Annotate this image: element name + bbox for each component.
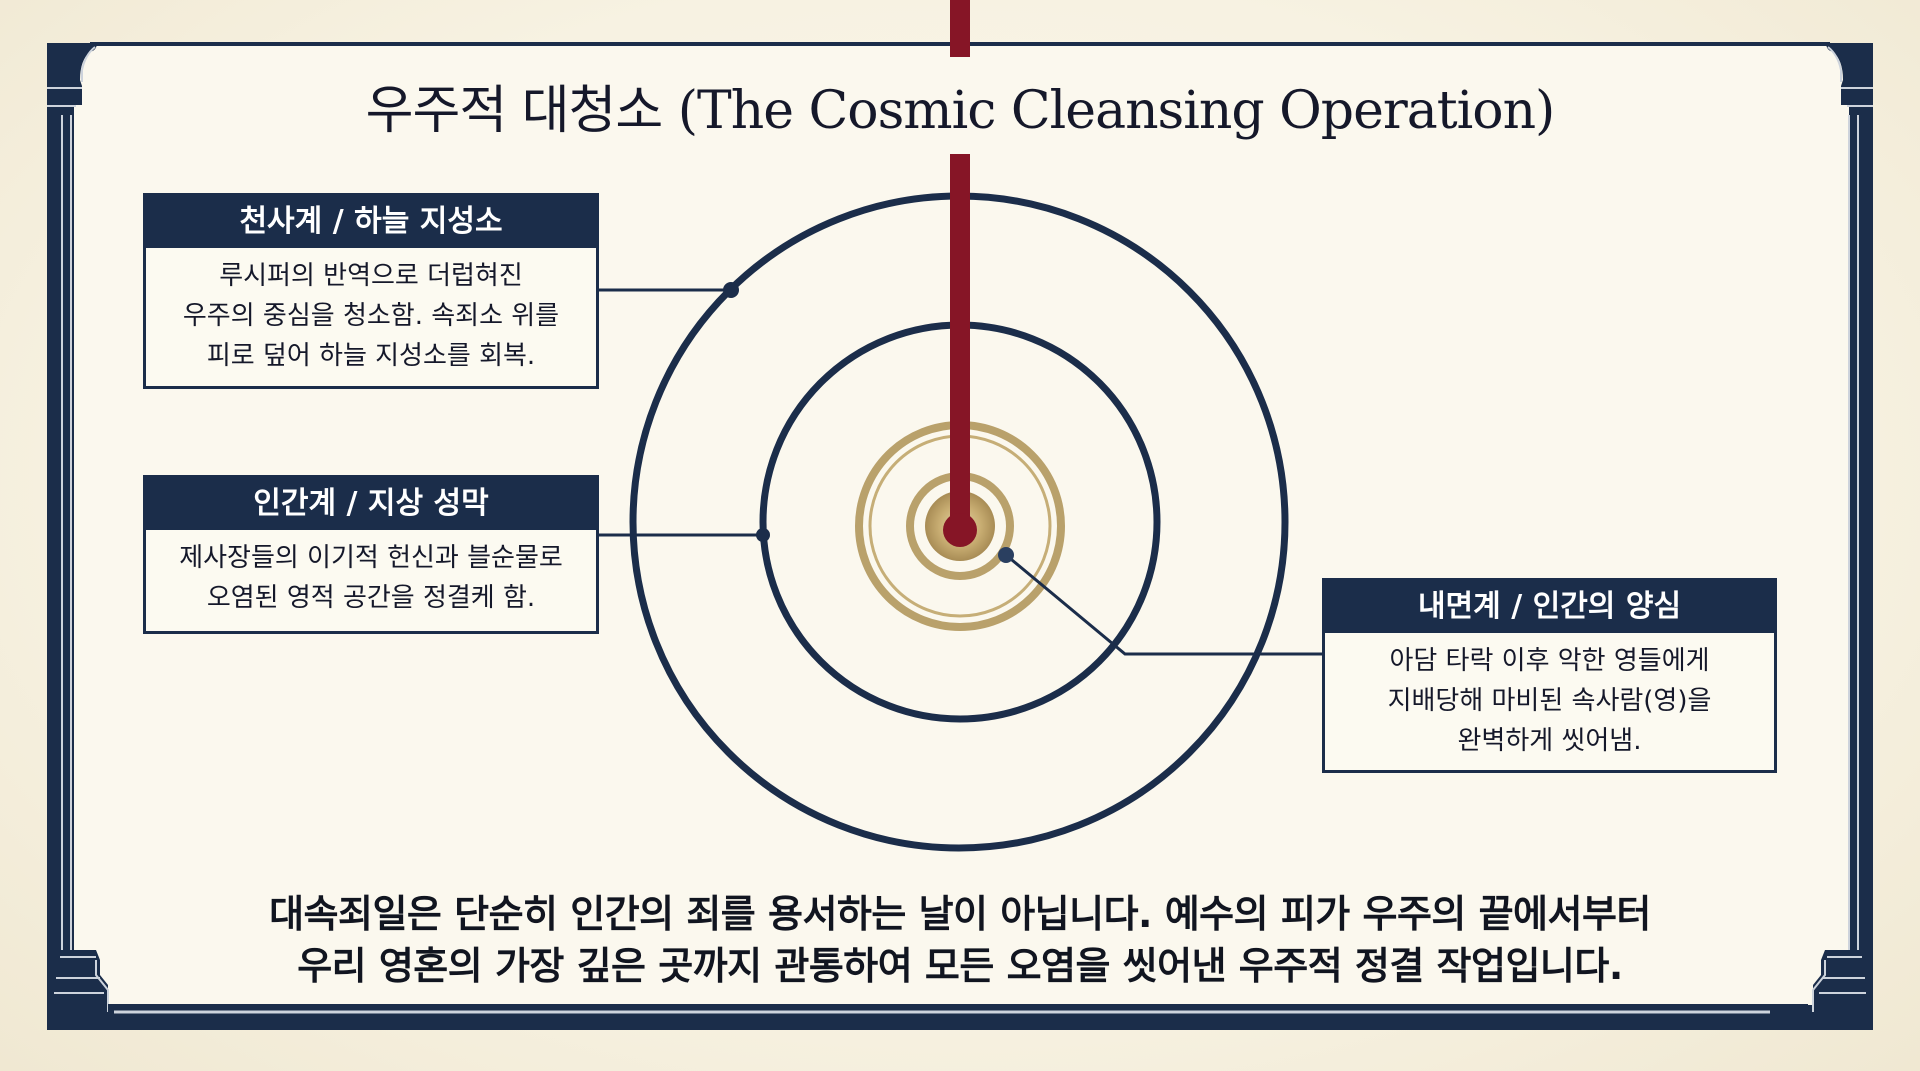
panel-inner-conscience: 내면계 / 인간의 양심 아담 타락 이후 악한 영들에게 지배당해 마비된 속… xyxy=(1322,578,1777,773)
summary-caption: 대속죄일은 단순히 인간의 죄를 용서하는 날이 아닙니다. 예수의 피가 우주… xyxy=(269,892,1651,988)
panel-header: 인간계 / 지상 성막 xyxy=(146,478,596,530)
blood-drop-center xyxy=(943,513,977,547)
connector-dot-inner xyxy=(998,547,1014,563)
connector-dot-earthly xyxy=(756,528,770,542)
panel-earthly-tabernacle: 인간계 / 지상 성막 제사장들의 이기적 헌신과 블순물로 오염된 영적 공간… xyxy=(143,475,599,634)
panel-body: 루시퍼의 반역으로 더럽혀진 우주의 중심을 청소함. 속죄소 위를 피로 덮어… xyxy=(182,261,560,371)
panel-header: 천사계 / 하늘 지성소 xyxy=(146,196,596,248)
panel-body: 아담 타락 이후 악한 영들에게 지배당해 마비된 속사람(영)을 완벽하게 씻… xyxy=(1387,646,1712,756)
panel-header: 내면계 / 인간의 양심 xyxy=(1325,581,1774,633)
blood-line-top xyxy=(950,0,970,57)
blood-line-main xyxy=(950,153,970,531)
page-title: 우주적 대청소 (The Cosmic Cleansing Operation) xyxy=(365,81,1556,141)
title-backdrop xyxy=(345,58,1575,154)
panel-body: 제사장들의 이기적 헌신과 블순물로 오염된 영적 공간을 정결케 함. xyxy=(179,543,563,613)
panel-heavenly-sanctuary: 천사계 / 하늘 지성소 루시퍼의 반역으로 더럽혀진 우주의 중심을 청소함.… xyxy=(143,193,599,389)
connector-dot-heavenly xyxy=(723,282,739,298)
